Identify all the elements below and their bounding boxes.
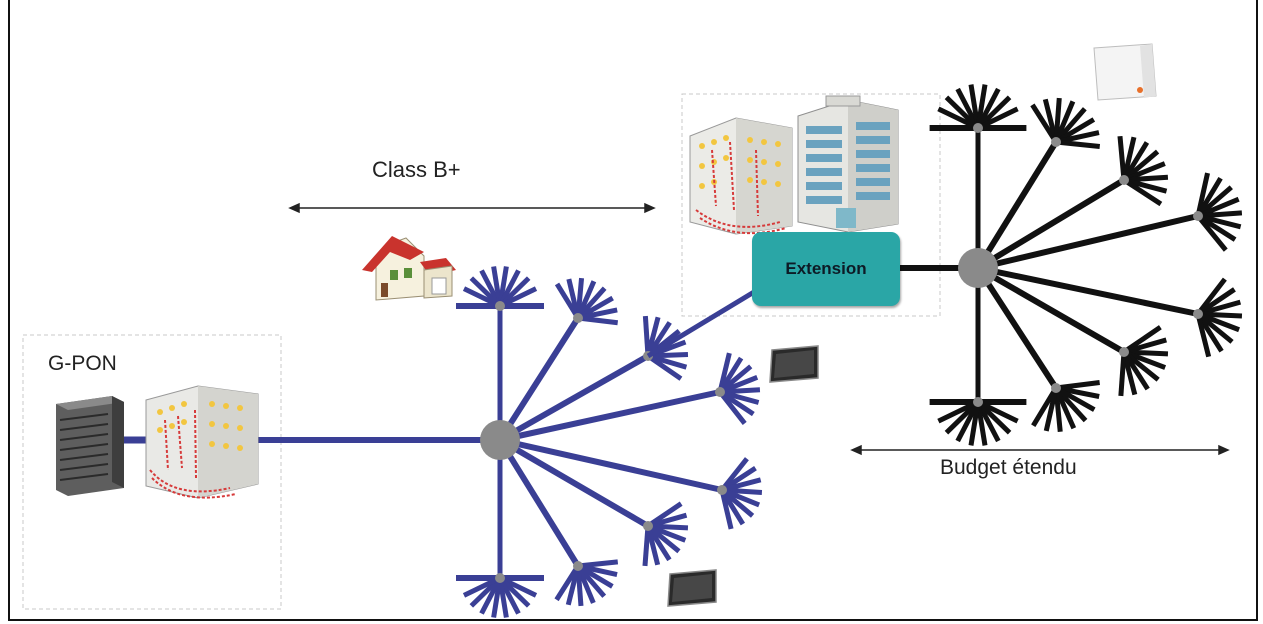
splitter-node [573,561,583,571]
branch-fiber [975,266,1059,390]
splitter-node [495,301,505,311]
splitter-node [1193,211,1203,221]
drop-fiber [1196,214,1228,252]
budget-etendu-arrow [850,444,1230,456]
apartment-building-icon [689,117,793,235]
splitter-node [1119,175,1129,185]
extended-distribution-tree [929,84,1243,446]
splitter-node [1051,137,1061,147]
splitter-node [1193,309,1203,319]
branch-fiber [976,177,1126,271]
splitter-node [715,387,725,397]
drop-fiber [976,106,1019,131]
splitter-node [495,573,505,583]
branch-fiber [498,353,650,443]
office-tower-icon [797,95,899,233]
drop-fiber [554,564,581,602]
central-office-building-icon [145,385,259,499]
drop-fiber [1031,386,1059,427]
extension-label: Extension [785,259,867,278]
branch-fiber [498,437,650,529]
branch-fiber [497,316,581,442]
budget-etendu-label: Budget étendu [940,456,1077,479]
drop-fiber [937,399,980,424]
drop-fiber [719,489,734,530]
branch-fiber [497,438,581,568]
class-b-plus-label: Class B+ [372,157,461,182]
extension-feeder-fiber [646,289,756,359]
hub-splitter-node [480,420,520,460]
branch-fiber [976,265,1126,355]
router-device-icon [1093,43,1157,101]
gpon-label: G-PON [48,352,117,375]
drop-fiber [1195,313,1212,358]
drop-fiber [577,315,619,326]
olt-server-icon [56,396,124,496]
drop-fiber [646,353,683,381]
pon-distribution-tree [456,266,763,618]
branch-fiber [977,265,1199,317]
gpon-group-box [22,334,282,610]
drop-fiber [1122,177,1163,207]
hub-splitter-node [958,248,998,288]
drop-fiber [1055,139,1101,150]
tablet-device-icon [667,569,717,607]
class-b-plus-arrow [288,202,656,214]
splitter-node [973,123,983,133]
extension-group-box [681,93,941,317]
splitter-node [973,397,983,407]
extension-node: Extension [752,232,900,306]
drop-fiber [718,390,747,426]
splitter-node [1119,347,1129,357]
splitter-node [717,485,727,495]
branch-fiber [499,437,723,493]
branch-fiber [975,140,1059,270]
drop-fiber [1118,351,1127,397]
drop-fiber [642,525,651,567]
branch-fiber [499,389,721,443]
splitter-node [1051,383,1061,393]
splitter-node [643,521,653,531]
tablet-device-icon [769,345,819,383]
branch-fiber [977,213,1199,271]
splitter-node [573,313,583,323]
house-icon [362,236,456,301]
